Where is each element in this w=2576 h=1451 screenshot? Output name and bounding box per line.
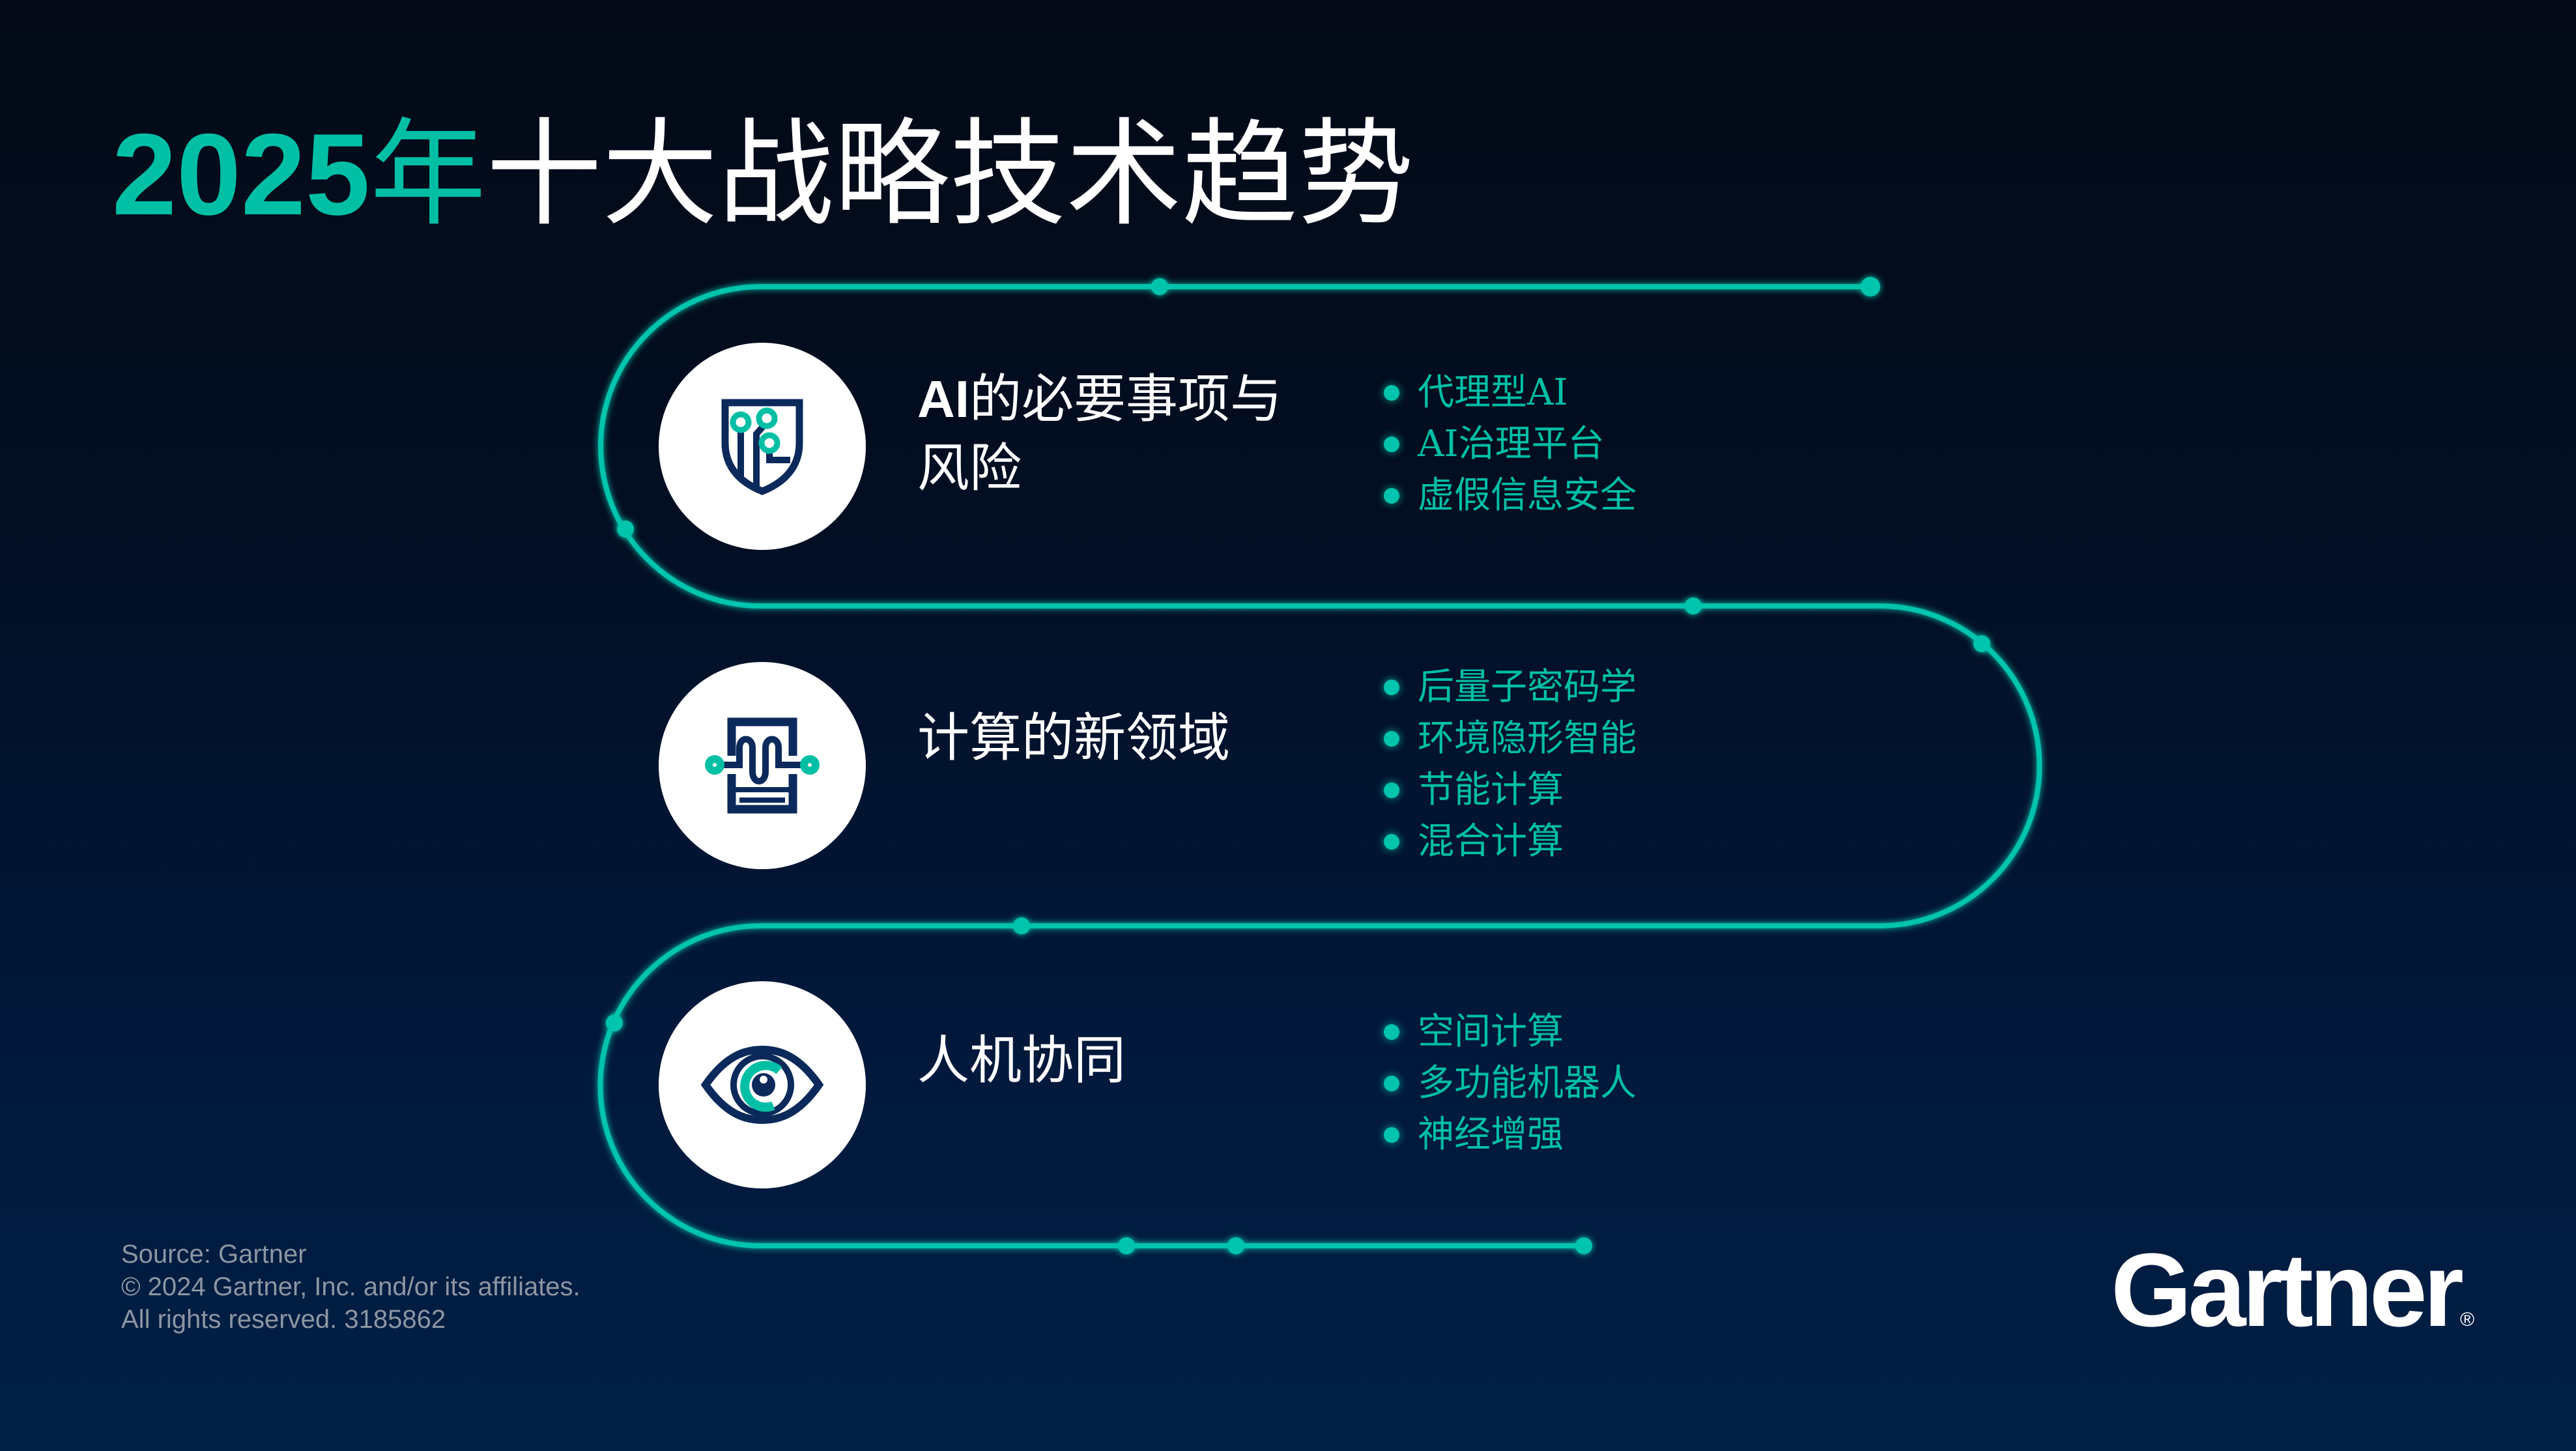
- copyright-line: © 2024 Gartner, Inc. and/or its affiliat…: [121, 1272, 580, 1301]
- list-item: 后量子密码学: [1381, 661, 1637, 713]
- list-item: 多功能机器人: [1381, 1057, 1637, 1109]
- eye-icon: [700, 1046, 824, 1124]
- page-title: 2025年十大战略技术趋势: [112, 109, 1414, 240]
- title-year: 2025: [112, 109, 370, 239]
- section-2-bullet-list: 后量子密码学 环境隐形智能 节能计算 混合计算: [1381, 661, 1637, 867]
- section-3-bullet-list: 空间计算 多功能机器人 神经增强: [1381, 1006, 1637, 1160]
- list-item: 节能计算: [1381, 764, 1637, 816]
- section-2-heading: 计算的新领域: [917, 708, 1230, 768]
- list-item: AI治理平台: [1381, 418, 1637, 470]
- list-item: 空间计算: [1381, 1006, 1637, 1057]
- list-item: 环境隐形智能: [1381, 713, 1637, 764]
- bullet-dot-icon: [1384, 437, 1399, 452]
- chip-wave-icon: [705, 717, 820, 814]
- section-1-icon-badge: [659, 343, 866, 550]
- shield-circuit-icon: [721, 399, 803, 495]
- rights-line: All rights reserved. 3185862: [121, 1305, 446, 1334]
- section-3-heading: 人机协同: [917, 1030, 1126, 1091]
- timeline-node: [1861, 277, 1880, 296]
- timeline-node: [606, 1014, 623, 1031]
- bullet-dot-icon: [1384, 680, 1399, 695]
- list-item: 混合计算: [1381, 816, 1637, 867]
- section-1-bullet-list: 代理型AI AI治理平台 虚假信息安全: [1381, 367, 1637, 521]
- section-3-icon-badge: [659, 981, 866, 1188]
- timeline-node: [1973, 635, 1990, 652]
- timeline-nodes: [606, 277, 1990, 1254]
- timeline-node: [1013, 917, 1030, 934]
- section-1-heading: AI的必要事项与风险: [917, 369, 1282, 498]
- list-item: 代理型AI: [1381, 367, 1637, 418]
- bullet-dot-icon: [1384, 1024, 1399, 1040]
- list-item: 虚假信息安全: [1381, 470, 1637, 521]
- timeline-node: [617, 521, 634, 538]
- bullet-dot-icon: [1384, 385, 1399, 401]
- gartner-logo: Gartner®: [2111, 1231, 2475, 1348]
- bullet-dot-icon: [1384, 1127, 1399, 1143]
- section-2-icon-badge: [659, 662, 866, 869]
- list-item: 神经增强: [1381, 1109, 1637, 1160]
- timeline-node: [1151, 278, 1168, 295]
- timeline-node: [1227, 1237, 1244, 1254]
- source-line: Source: Gartner: [121, 1240, 307, 1269]
- bullet-dot-icon: [1384, 731, 1399, 747]
- timeline-path: [597, 284, 2042, 1248]
- title-text: 十大战略技术趋势: [485, 107, 1414, 242]
- bullet-dot-icon: [1384, 783, 1399, 798]
- source-footer: Source: Gartner © 2024 Gartner, Inc. and…: [121, 1238, 580, 1336]
- bullet-dot-icon: [1384, 1076, 1399, 1091]
- title-year-suffix: 年: [369, 107, 486, 242]
- registered-mark-icon: ®: [2459, 1309, 2475, 1330]
- bullet-dot-icon: [1384, 488, 1399, 504]
- timeline-node: [1685, 597, 1702, 614]
- timeline-node: [1575, 1237, 1592, 1254]
- timeline-node: [1118, 1237, 1135, 1254]
- bullet-dot-icon: [1384, 834, 1399, 850]
